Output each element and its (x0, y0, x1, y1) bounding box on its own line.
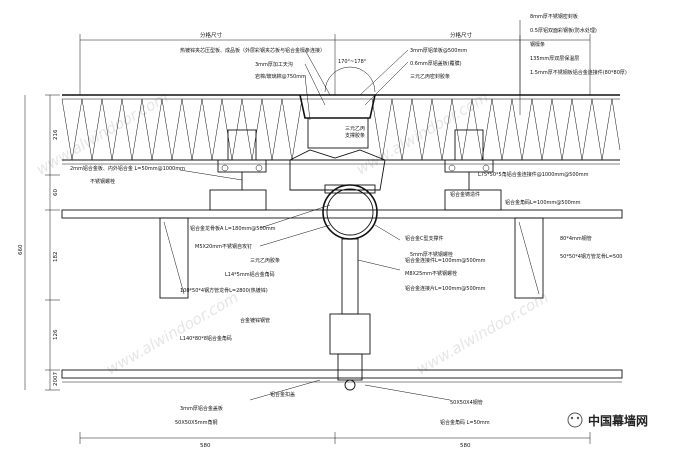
annotation-label: 铝合金扣盖 (270, 391, 295, 398)
bottom-dimension: 580 580 (79, 432, 591, 449)
annotation-label: 不锈钢螺栓 (90, 178, 115, 185)
bottom-right-dimension: 580 (460, 443, 471, 449)
brand-text: 中国幕墙网 (588, 413, 648, 428)
annotation-label: 3mm厚铝单板@500mm (410, 47, 467, 54)
annotation-label: L140*80*8铝合金角码 (180, 335, 232, 342)
steel-beams (61, 209, 623, 383)
annotation-label: 合金镀锌钢管 (240, 317, 270, 324)
labels-bottom: 3mm厚铝合金盖板 50X50X5mm角钢 铝合金扣盖 50X50X4钢管 铝合… (175, 391, 490, 426)
annotation-label: 3mm厚加工天沟 (255, 61, 293, 68)
leader-lines (179, 20, 521, 401)
annotation-label: 50X50X4钢管 (450, 399, 483, 406)
right-bracket-assembly (444, 129, 502, 211)
annotation-label: 8mm厚不锈钢密封板 (530, 13, 578, 20)
top-right-dimension: 分格尺寸 (450, 31, 473, 39)
center-note-line: 三元乙丙 (345, 125, 365, 132)
annotation-label: 热镀锌夹芯压型板、成品板（外层彩钢夹芯板与铝合金檩条连接） (180, 47, 325, 54)
labels-mid-left: 2mm铝合金板、内外铝合金 L=50mm@1000mm 不锈钢螺栓 铝合金龙骨板… (70, 165, 280, 342)
roof-panel-layer (61, 94, 621, 165)
segment-dimension: 216 (53, 129, 59, 140)
annotation-label: 2mm铝合金板、内外铝合金 L=50mm@1000mm (70, 165, 185, 172)
total-height-dimension: 660 (18, 244, 24, 255)
labels-top-center: 3mm厚铝单板@500mm 0.6mm厚铝盖板(覆膜) 三元乙丙密封胶条 (410, 47, 467, 80)
angle-label: 170°~178° (338, 59, 367, 65)
brand-logo: 中国幕墙网 (567, 412, 648, 428)
annotation-label: 50X50X5mm角钢 (175, 419, 218, 426)
annotation-label: 铝合金C型支撑件 (405, 235, 444, 242)
annotation-label: 三元乙丙密封胶条 (410, 73, 450, 80)
annotation-label: 钢檩条 (530, 41, 545, 48)
segment-dimension: 2007 (53, 372, 59, 386)
annotation-label: 铝合金角码 L=50mm (440, 419, 490, 426)
left-dimension: 660 216 60 182 126 2007 (18, 94, 60, 391)
annotation-label: M5X20mm不锈钢自攻钉 (195, 243, 252, 250)
annotation-label: 100*50*4钢方管龙骨L=2800(热镀锌) (180, 287, 268, 294)
annotation-label: L75*50*5角铝合金连接件@1000mm@500mm (478, 171, 589, 178)
annotation-label: L14*5mm铝合金角码 (225, 271, 275, 278)
annotation-label: 80*4mm钢管 (560, 235, 592, 242)
annotation-label: 铝合金龙骨板A L=180mm@500mm (190, 225, 276, 232)
annotation-label: M8X25mm不锈钢螺栓 (405, 270, 457, 277)
annotation-label: 铝合金铸造件 (450, 191, 480, 198)
annotation-label: 铝合金角码L=100mm@500mm (505, 199, 581, 206)
top-left-dimension: 分格尺寸 (200, 31, 223, 39)
left-bracket-assembly (209, 129, 267, 211)
segment-dimension: 60 (53, 189, 59, 196)
annotation-label: 铝合金连接件L=100mm@500mm (405, 257, 486, 264)
annotation-label: 0.5厚铝双面彩钢板(防水处理) (530, 27, 597, 34)
labels-top-left: 热镀锌夹芯压型板、成品板（外层彩钢夹芯板与铝合金檩条连接） 3mm厚加工天沟 岩… (180, 47, 325, 80)
annotation-label: 岩棉/玻璃棉@750mm (255, 73, 306, 80)
angle-indicator: 170°~178° (324, 59, 376, 93)
top-dimension: 分格尺寸 分格尺寸 (79, 31, 591, 95)
labels-top-right: 8mm厚不锈钢密封板 0.5厚铝双面彩钢板(防水处理) 钢檩条 135mm厚双层… (530, 13, 627, 76)
annotation-label: 0.6mm厚铝盖板(覆膜) (410, 60, 462, 67)
bottom-left-dimension: 580 (200, 443, 211, 449)
central-connection-node: 三元乙丙 支撑胶条 (289, 94, 386, 391)
annotation-label: 5mm厚不锈钢螺栓 (410, 251, 453, 258)
labels-mid-right: L75*50*5角铝合金连接件@1000mm@500mm 铝合金角码L=100m… (405, 171, 622, 292)
segment-dimension: 182 (53, 252, 59, 263)
annotation-label: 三元乙丙胶条 (250, 257, 280, 264)
annotation-label: 50*50*4钢方管龙骨L=500 (560, 253, 622, 260)
annotation-label: 3mm厚铝合金盖板 (180, 405, 223, 412)
annotation-label: 135mm厚双层保温层 (530, 55, 579, 62)
annotation-label: 1.5mm厚不锈钢板铝合金连接件(80*80厚) (530, 69, 627, 76)
center-note-line: 支撑胶条 (345, 132, 365, 139)
annotation-label: 铝合金连接片L=100mm@500mm (405, 285, 486, 292)
segment-dimension: 126 (53, 329, 59, 340)
side-steel-tubes (159, 217, 544, 299)
